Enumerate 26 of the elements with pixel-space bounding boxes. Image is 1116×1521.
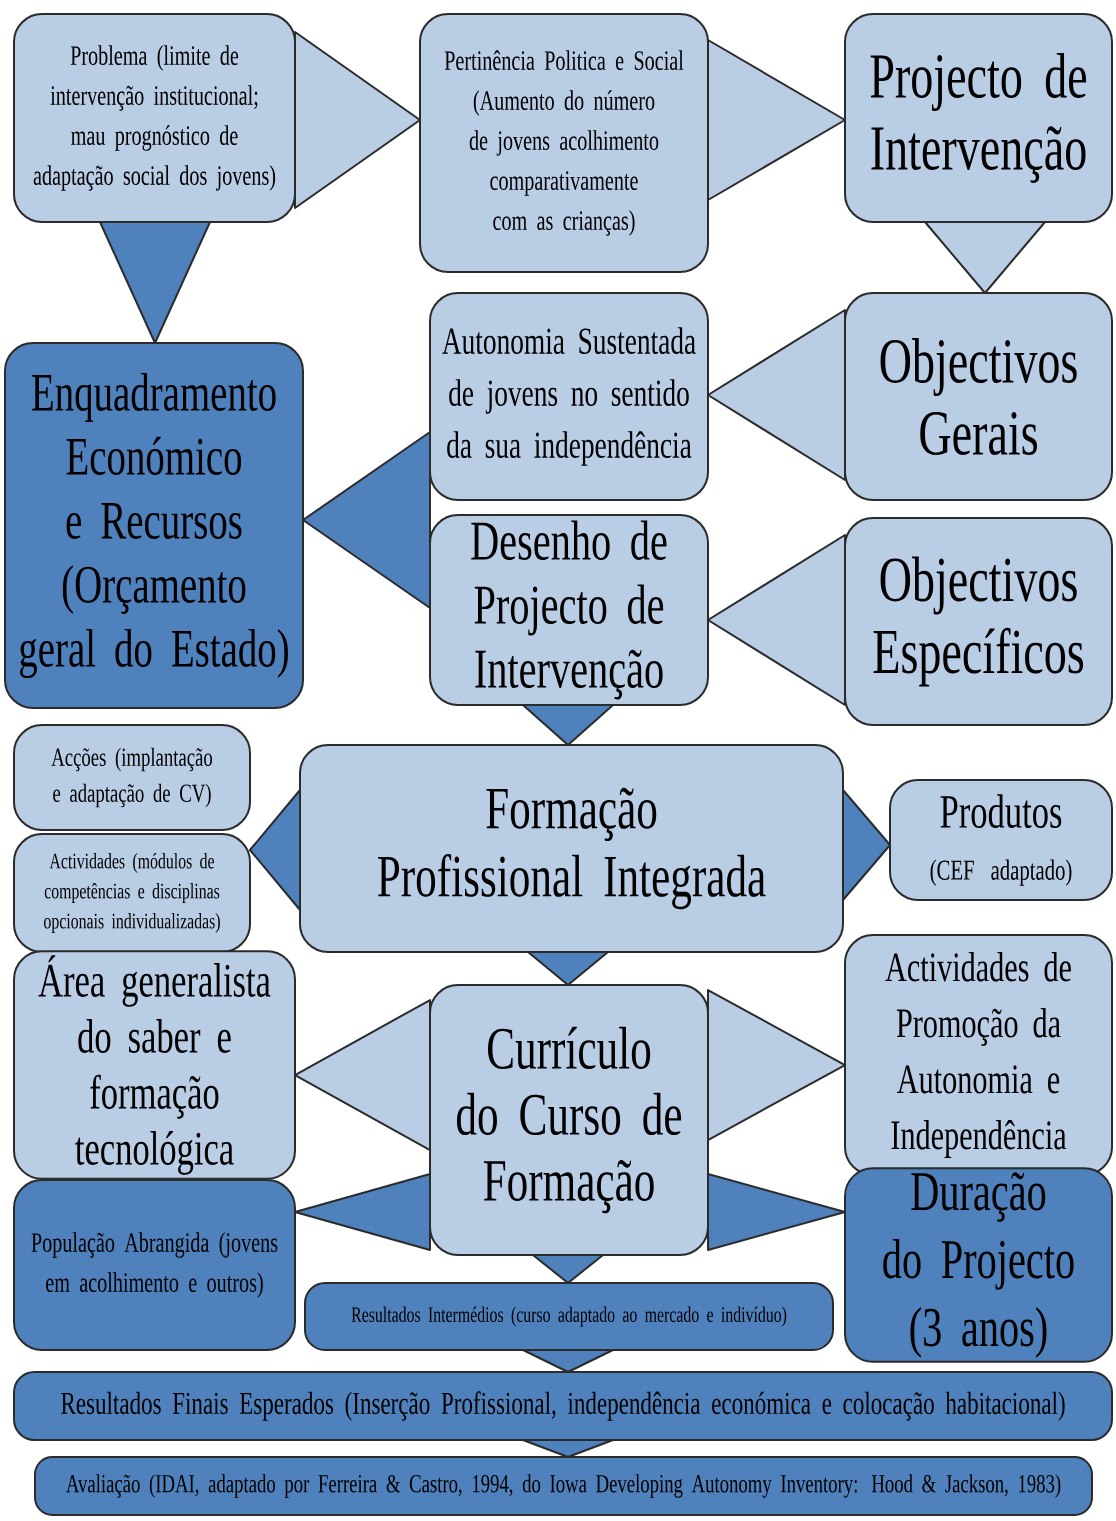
arrow [707, 39, 846, 201]
process-box: Duração do Projecto (3 anos) [844, 1167, 1113, 1363]
process-box: Formação Profissional Integrada [299, 744, 844, 953]
arrow [532, 1254, 604, 1284]
arrow [522, 1439, 614, 1458]
process-box: Actividades (módulos de competências e disciplinas opcionais individualizadas) [13, 833, 251, 953]
arrow [302, 431, 431, 609]
arrow [294, 31, 421, 209]
process-box: Acções (implantação e adaptação de CV) [13, 724, 251, 831]
arrow [707, 534, 846, 706]
arrow [842, 789, 891, 901]
arrow [249, 789, 301, 911]
arrow [522, 1349, 614, 1373]
arrow [522, 704, 614, 746]
node-label: Objectivos Específicos [873, 556, 1084, 687]
arrow [707, 309, 846, 481]
arrow [707, 989, 846, 1141]
arrow [294, 999, 431, 1151]
node-label: Objectivos Gerais [880, 338, 1077, 456]
arrow [294, 1173, 431, 1251]
process-box: População Abrangida (jovens em acolhimento e outros) [13, 1179, 296, 1351]
arrow [707, 1173, 846, 1251]
arrow [924, 221, 1046, 294]
process-box: Produtos (CEF adaptado) [889, 779, 1113, 901]
arrow [527, 951, 609, 986]
arrow [99, 221, 211, 344]
